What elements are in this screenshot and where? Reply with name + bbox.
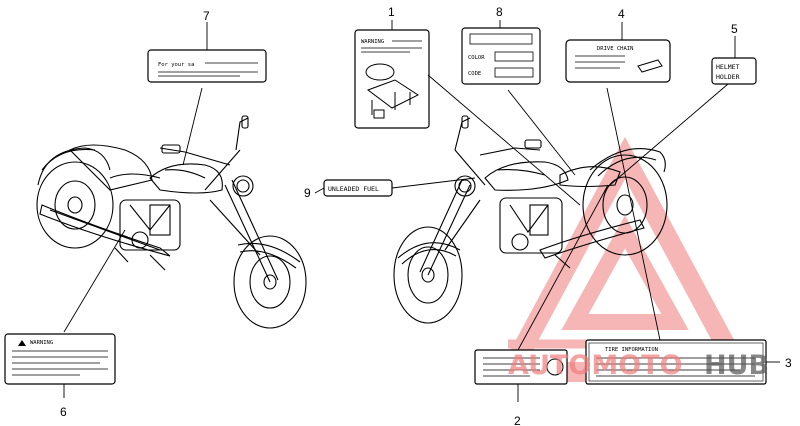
label5-line1: HELMET [716, 63, 740, 71]
label7-text: For your sa [158, 62, 194, 68]
watermark-text-right: HUB [704, 350, 769, 381]
label9-text: UNLEADED FUEL [328, 185, 379, 193]
label3-text: TIRE INFORMATION [605, 347, 658, 353]
label-plate-9: UNLEADED FUEL [323, 179, 393, 197]
label-plate-6: WARNING [4, 333, 116, 385]
label4-text: DRIVE CHAIN [597, 46, 633, 52]
callout-1: 1 [388, 5, 395, 19]
label-plate-1: WARNING [354, 29, 430, 129]
callout-5: 5 [731, 22, 738, 36]
motorcycle-left-illustration [36, 115, 307, 329]
label1-text: WARNING [361, 39, 384, 45]
label8-code: CODE [468, 71, 481, 77]
callout-numbers: 1 2 3 4 5 6 7 8 9 [60, 5, 792, 426]
label5-line2: HOLDER [716, 73, 740, 81]
callout-7: 7 [203, 9, 210, 23]
label8-color: COLOR [468, 55, 485, 61]
watermark-text: AUTOMOTO HUB [508, 350, 769, 381]
callout-9: 9 [304, 186, 311, 200]
label6-text: WARNING [30, 340, 53, 346]
label-plate-3: TIRE INFORMATION [585, 339, 767, 385]
label-plate-8: COLOR CODE [461, 27, 541, 85]
label-plate-7: For your sa [147, 49, 267, 83]
callout-6: 6 [60, 405, 67, 419]
label-plate-2 [474, 349, 568, 385]
motorcycle-right-illustration [393, 115, 668, 324]
callout-8: 8 [496, 5, 503, 19]
watermark-text-left: AUTOMOTO [508, 350, 683, 381]
leader-lines [63, 20, 780, 402]
label-plate-4: DRIVE CHAIN [565, 39, 671, 83]
callout-2: 2 [514, 414, 521, 426]
label-plate-5: HELMET HOLDER [711, 57, 757, 85]
callout-3: 3 [785, 356, 792, 370]
callout-4: 4 [618, 7, 625, 21]
